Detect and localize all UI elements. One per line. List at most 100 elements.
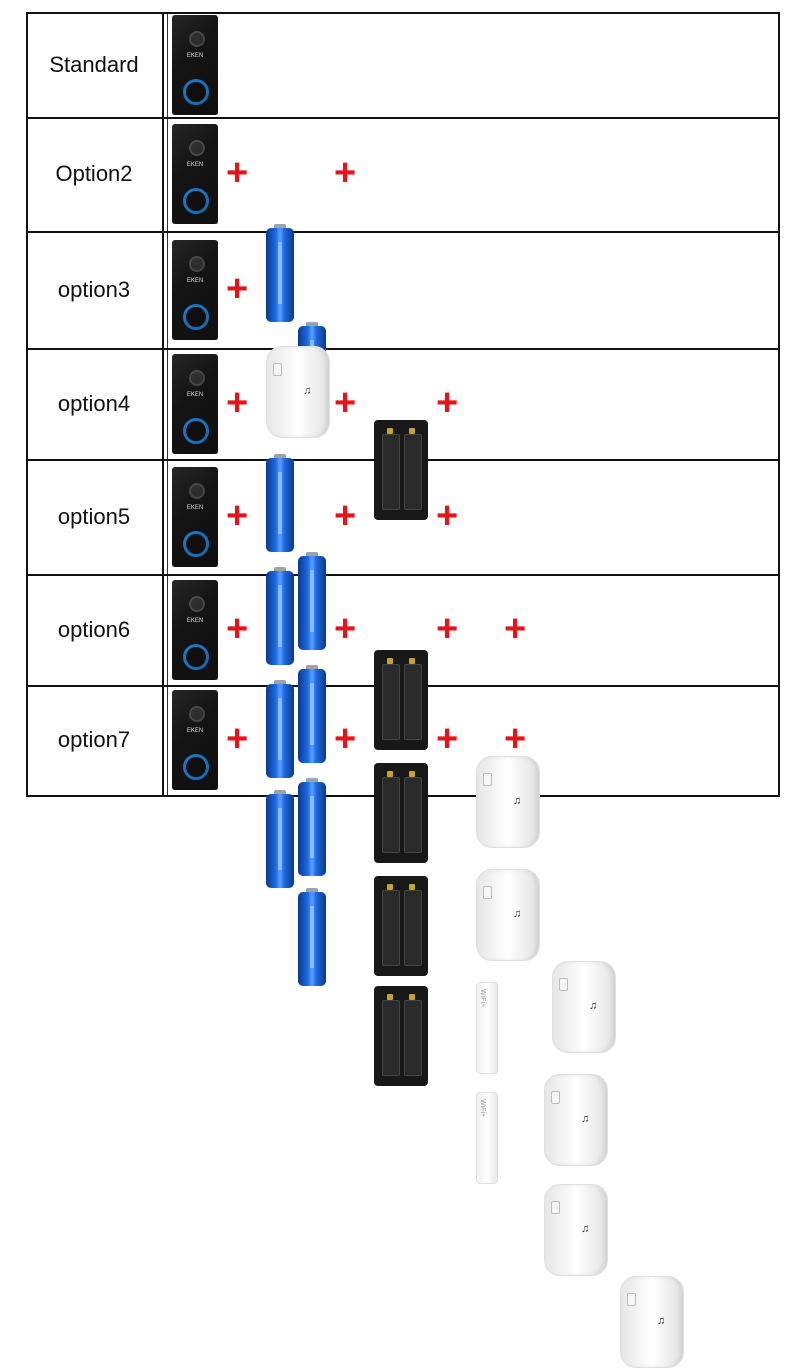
option-row: Standard EKEN bbox=[26, 12, 780, 117]
doorbell-brand: EKEN bbox=[172, 618, 218, 624]
table-border-right bbox=[778, 12, 780, 797]
option-label: option5 bbox=[57, 503, 131, 529]
repeater-text: WiFi+ bbox=[479, 1099, 486, 1118]
music-note-icon: ♫ bbox=[581, 1223, 590, 1235]
charger-image bbox=[374, 876, 428, 976]
options-table: StandardEKENOption2EKEN++option3EKEN+♫op… bbox=[26, 12, 780, 1368]
chime-image: ♫ bbox=[544, 1184, 608, 1276]
battery-image bbox=[298, 552, 326, 650]
doorbell-image: EKEN bbox=[172, 690, 218, 790]
doorbell-button-ring bbox=[183, 304, 209, 330]
doorbell-image: EKEN bbox=[172, 467, 218, 567]
option-items: EKEN + + bbox=[172, 124, 428, 520]
table-divider-double-b bbox=[167, 12, 168, 797]
doorbell-button-ring bbox=[183, 754, 209, 780]
repeater-image: WiFi+ bbox=[476, 1092, 498, 1184]
plus-icon: + bbox=[504, 608, 527, 650]
doorbell-brand: EKEN bbox=[172, 505, 218, 511]
option-label: option7 bbox=[57, 727, 131, 752]
music-note-icon: ♫ bbox=[581, 1113, 590, 1125]
battery-image bbox=[266, 567, 294, 665]
option-row: option7 EKEN + + + WiFi+ + ♫ ♫ bbox=[26, 685, 780, 1368]
doorbell-button-ring bbox=[183, 644, 209, 670]
music-note-icon: ♫ bbox=[513, 795, 522, 807]
plus-icon: + bbox=[334, 718, 357, 760]
row-divider bbox=[26, 231, 780, 233]
doorbell-image: EKEN bbox=[172, 354, 218, 454]
camera-lens-icon bbox=[189, 31, 205, 47]
table-border-top bbox=[26, 12, 780, 14]
music-note-icon: ♫ bbox=[589, 1000, 598, 1012]
doorbell-button-ring bbox=[183, 531, 209, 557]
doorbell-brand: EKEN bbox=[172, 728, 218, 734]
plus-icon: + bbox=[436, 495, 459, 537]
plus-icon: + bbox=[226, 382, 249, 424]
option-items: EKEN + + + WiFi+ + ♫ ♫ bbox=[172, 690, 684, 1368]
doorbell-image: EKEN bbox=[172, 124, 218, 224]
repeater-image: WiFi+ bbox=[476, 982, 498, 1074]
table-divider-double-a bbox=[162, 12, 164, 797]
charger-image bbox=[374, 986, 428, 1086]
plus-icon: + bbox=[226, 152, 249, 194]
row-divider bbox=[26, 348, 780, 350]
doorbell-brand: EKEN bbox=[172, 392, 218, 398]
doorbell-button-ring bbox=[183, 188, 209, 214]
camera-lens-icon bbox=[189, 256, 205, 272]
camera-lens-icon bbox=[189, 483, 205, 499]
option-label: Option2 bbox=[55, 161, 133, 186]
plus-icon: + bbox=[436, 382, 459, 424]
battery-image bbox=[266, 680, 294, 778]
plus-icon: + bbox=[334, 495, 357, 537]
plus-icon: + bbox=[334, 152, 357, 194]
doorbell-button-ring bbox=[183, 79, 209, 105]
option-label: Standard bbox=[49, 51, 139, 77]
music-note-icon: ♫ bbox=[657, 1315, 666, 1327]
camera-lens-icon bbox=[189, 596, 205, 612]
doorbell-image: EKEN bbox=[172, 240, 218, 340]
chime-image: ♫ bbox=[620, 1276, 684, 1368]
option-items: EKEN + + + ♫ bbox=[172, 354, 540, 848]
chime-image: ♫ bbox=[266, 346, 330, 438]
doorbell-image: EKEN bbox=[172, 15, 218, 115]
battery-image bbox=[298, 888, 326, 986]
doorbell-button-ring bbox=[183, 418, 209, 444]
battery-image bbox=[266, 224, 294, 322]
option-label: option3 bbox=[57, 276, 131, 302]
doorbell-image: EKEN bbox=[172, 580, 218, 680]
option-items: EKEN + + + WiFi+ + ♫ bbox=[172, 580, 608, 1166]
camera-lens-icon bbox=[189, 706, 205, 722]
option-row: option5EKEN+++♫♫ bbox=[26, 459, 780, 1053]
table-border-left bbox=[26, 12, 28, 797]
chime-image: ♫ bbox=[552, 961, 616, 1053]
music-note-icon: ♫ bbox=[303, 385, 312, 397]
doorbell-brand: EKEN bbox=[172, 53, 218, 59]
camera-lens-icon bbox=[189, 140, 205, 156]
plus-icon: + bbox=[226, 495, 249, 537]
plus-icon: + bbox=[334, 608, 357, 650]
plus-icon: + bbox=[504, 718, 527, 760]
option-row: option6EKEN+++WiFi++♫ bbox=[26, 574, 780, 1166]
option-items: EKEN bbox=[172, 15, 218, 115]
option-items: EKEN + ♫ bbox=[172, 240, 330, 438]
charger-image bbox=[374, 420, 428, 520]
option-items: EKEN + + + ♫ ♫ bbox=[172, 467, 616, 1053]
plus-icon: + bbox=[226, 268, 249, 310]
doorbell-brand: EKEN bbox=[172, 278, 218, 284]
music-note-icon: ♫ bbox=[513, 908, 522, 920]
option-row: option3EKEN+♫ bbox=[26, 231, 780, 438]
option-row: Option2EKEN++ bbox=[26, 117, 780, 520]
plus-icon: + bbox=[226, 718, 249, 760]
plus-icon: + bbox=[436, 608, 459, 650]
option-label: option4 bbox=[57, 390, 131, 416]
option-label: option6 bbox=[57, 616, 131, 642]
chime-image: ♫ bbox=[544, 1074, 608, 1166]
doorbell-brand: EKEN bbox=[172, 162, 218, 168]
row-divider bbox=[26, 574, 780, 576]
plus-icon: + bbox=[334, 382, 357, 424]
charger-image bbox=[374, 650, 428, 750]
battery-image bbox=[266, 454, 294, 552]
option-row: option4EKEN+++♫ bbox=[26, 348, 780, 848]
plus-icon: + bbox=[436, 718, 459, 760]
row-divider bbox=[26, 117, 780, 119]
camera-lens-icon bbox=[189, 370, 205, 386]
